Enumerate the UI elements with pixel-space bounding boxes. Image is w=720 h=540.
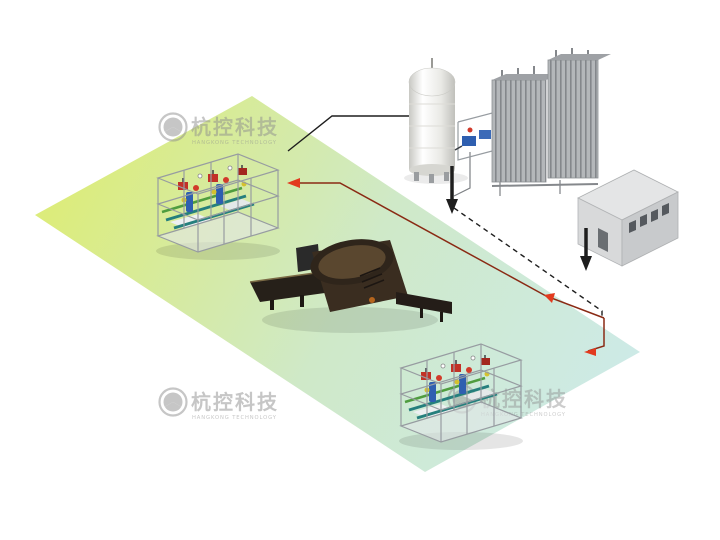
aperture-logo-icon	[158, 387, 188, 417]
pump-valve	[467, 127, 473, 133]
black-arrowhead-building	[580, 256, 592, 271]
red-arrowhead-left-skid	[287, 178, 300, 188]
machine-shadow	[262, 307, 438, 333]
building-window	[651, 209, 658, 222]
tank-dome	[408, 67, 456, 97]
signal-line-dashed	[453, 207, 603, 318]
machine-detail	[369, 297, 375, 303]
tank-bottom	[409, 164, 455, 176]
watermark-en-text: HANGKONG TECHNOLOGY	[481, 412, 566, 418]
tank-pump-skid	[454, 111, 497, 161]
building-window	[629, 220, 636, 233]
watermark-cn-text: 杭控科技	[191, 390, 279, 414]
vaporizer-manifold	[491, 183, 599, 187]
red-arrowhead-mid	[544, 293, 555, 303]
black-arrowhead-tank	[446, 199, 458, 214]
watermark-en-text: HANGKONG TECHNOLOGY	[192, 415, 277, 421]
vaporizer-drop-pipe	[453, 152, 471, 197]
flow-lines	[287, 115, 605, 356]
red-arrowhead-bottom-skid	[584, 348, 596, 356]
watermark-top-left: 杭控科技 HANGKONG TECHNOLOGY	[158, 112, 279, 146]
aperture-logo-icon	[158, 112, 188, 142]
tank-leg	[429, 174, 434, 183]
vaporizer-unit-a	[491, 79, 547, 183]
tank-leg	[444, 172, 449, 181]
building-window	[662, 203, 669, 216]
control-building	[577, 169, 679, 267]
building-window	[640, 214, 647, 227]
vaporizer-a-top	[492, 74, 560, 80]
building-door	[598, 228, 608, 252]
watermark-en-text: HANGKONG TECHNOLOGY	[192, 140, 277, 146]
industrial-furnace-line	[249, 239, 452, 333]
vaporizer-unit-b	[547, 59, 599, 179]
supply-line-top	[287, 115, 447, 152]
outfeed-conveyor	[396, 292, 452, 314]
gas-loop-line-upper	[300, 182, 605, 319]
pump-unit	[462, 136, 476, 146]
pump-unit	[479, 130, 491, 139]
ambient-vaporizer-bank	[491, 48, 611, 187]
vaporizer-b-top	[548, 54, 611, 60]
cryogenic-storage-tank	[404, 58, 497, 184]
watermark-cn-text: 杭控科技	[191, 115, 279, 139]
furnace-drum-inner	[318, 245, 386, 279]
thick-flow-arrows	[446, 166, 592, 271]
tank-leg	[414, 172, 419, 181]
watermark-bottom-left: 杭控科技 HANGKONG TECHNOLOGY	[158, 387, 279, 421]
